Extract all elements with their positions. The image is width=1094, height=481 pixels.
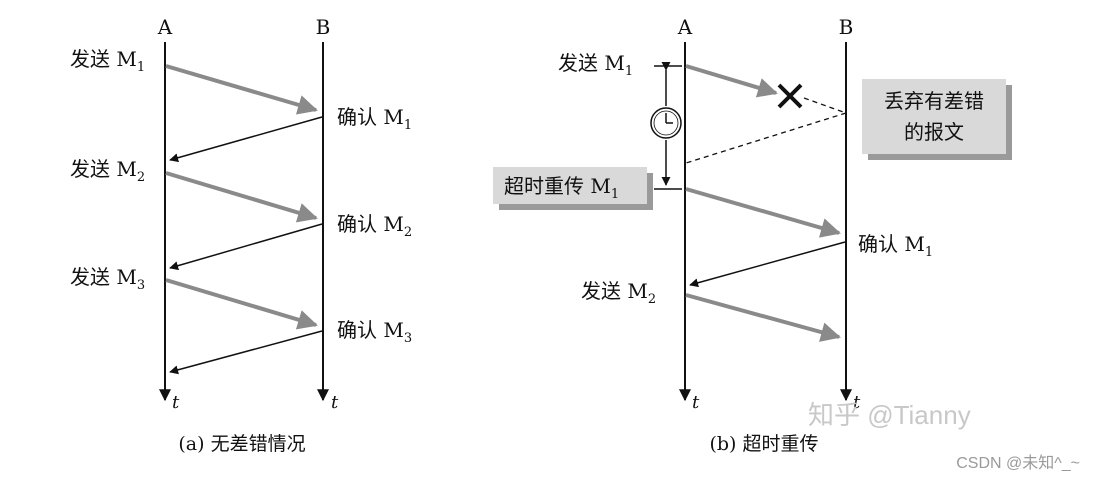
discard-box-line1: 丢弃有差错: [884, 89, 984, 113]
panel-b-time-label-a: t: [692, 392, 700, 413]
panel-a-data-arrow-m3: [165, 278, 318, 330]
panel-b-caption: (b) 超时重传: [709, 433, 818, 455]
panel-a-host-a-label: A: [157, 15, 173, 39]
panel-b-data-arrow-m1-retransmit: [685, 187, 841, 238]
panel-a-send-m1-label: 发送 M1: [70, 47, 145, 75]
panel-a-time-label-b: t: [331, 392, 339, 413]
panel-a-host-b-label: B: [316, 15, 331, 39]
panel-a-time-label-a: t: [172, 392, 180, 413]
panel-a-send-m3-label: 发送 M3: [70, 265, 145, 293]
discard-error-box: 丢弃有差错 的报文: [862, 79, 1012, 160]
panel-a-no-error: A B t t 发送 M1 发送 M2 发送 M3 确认 M1 确认 M2 确认…: [70, 15, 412, 455]
lost-cross-icon: [777, 83, 803, 109]
panel-b-data-arrow-m2: [685, 293, 841, 342]
discard-box-line2: 的报文: [904, 120, 964, 144]
zhihu-watermark: 知乎 @Tianny: [808, 400, 971, 430]
panel-a-data-arrow-m2: [165, 171, 318, 223]
panel-a-ack-m3-label: 确认 M3: [337, 318, 412, 346]
panel-a-send-m2-label: 发送 M2: [70, 157, 145, 185]
timer-bracket: [654, 61, 682, 190]
panel-a-ack-arrow-m2: [169, 223, 323, 271]
panel-b-send-m1-label: 发送 M1: [558, 51, 633, 79]
panel-a-ack-m1-label: 确认 M1: [337, 105, 412, 133]
panel-b-host-b-label: B: [839, 15, 854, 39]
panel-b-send-m2-label: 发送 M2: [581, 279, 656, 307]
retransmit-box: 超时重传 M1: [493, 167, 653, 210]
panel-a-caption: (a) 无差错情况: [178, 433, 305, 455]
panel-a-ack-arrow-m3: [169, 330, 323, 375]
panel-b-dashed-no-ack: [685, 112, 847, 164]
panel-b-ack-m1-label: 确认 M1: [858, 232, 933, 260]
panel-b-ack-arrow-m1: [689, 241, 846, 288]
panel-a-ack-arrow-m1: [169, 116, 323, 163]
csdn-watermark: CSDN @未知^_~: [956, 454, 1080, 472]
panel-a-data-arrow-m1: [165, 64, 318, 115]
panel-b-dashed-to-b: [803, 97, 847, 114]
panel-b-host-a-label: A: [677, 15, 693, 39]
panel-b-timeout-retransmit: A B t t 发送 M1: [493, 15, 1012, 455]
panel-b-time-label-b: t: [853, 392, 861, 413]
panel-b-data-arrow-m1-lost: [685, 64, 778, 98]
clock-icon: [650, 107, 682, 139]
retransmit-label: 超时重传 M1: [504, 174, 619, 202]
panel-a-ack-m2-label: 确认 M2: [337, 212, 412, 240]
